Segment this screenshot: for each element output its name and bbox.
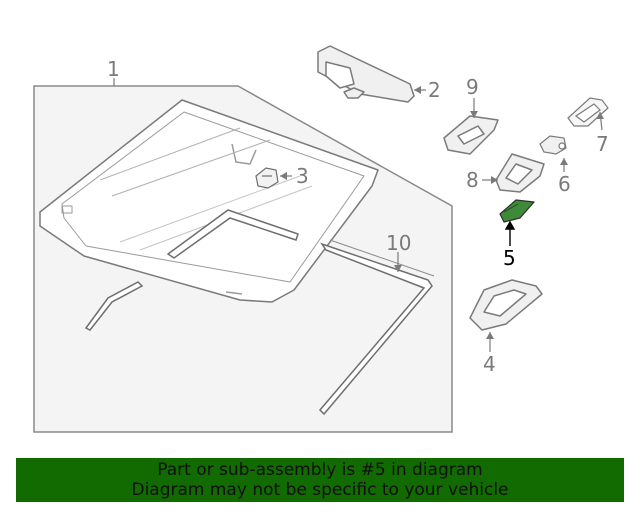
- lower-molding: [84, 281, 144, 331]
- callout-1: 1: [107, 57, 120, 81]
- callout-7: 7: [596, 132, 609, 156]
- leader-arrowheads: [280, 86, 604, 339]
- callout-8: 8: [466, 168, 479, 192]
- rearview-mirror[interactable]: [317, 45, 415, 103]
- sensor-part-6[interactable]: [539, 135, 567, 155]
- part-5-body: [499, 199, 535, 223]
- callout-5: 5: [503, 246, 516, 270]
- mount-part-9[interactable]: [443, 115, 499, 155]
- callout-3: 3: [296, 164, 309, 188]
- callout-2: 2: [428, 78, 441, 102]
- clip-part-3[interactable]: [255, 167, 279, 189]
- banner-line-part-number: Part or sub-assembly is #5 in diagram: [157, 460, 483, 480]
- part-5-highlighted[interactable]: [499, 199, 535, 223]
- mount-part-8[interactable]: [495, 153, 545, 193]
- callout-4: 4: [483, 352, 496, 376]
- windshield-inner-strip: [166, 209, 299, 259]
- callout-6: 6: [558, 172, 571, 196]
- parts-diagram: 1 2 3 4 5 6 7 8 9 10: [33, 45, 609, 433]
- cover-part-4[interactable]: [469, 279, 543, 331]
- harness-part-7[interactable]: [567, 97, 609, 127]
- reveal-molding[interactable]: [318, 239, 435, 416]
- leader-line-part-5: [504, 220, 516, 246]
- banner-line-disclaimer: Diagram may not be specific to your vehi…: [131, 480, 509, 500]
- callout-9: 9: [466, 75, 479, 99]
- info-banner: Part or sub-assembly is #5 in diagram Di…: [16, 458, 624, 502]
- callout-10: 10: [386, 231, 411, 255]
